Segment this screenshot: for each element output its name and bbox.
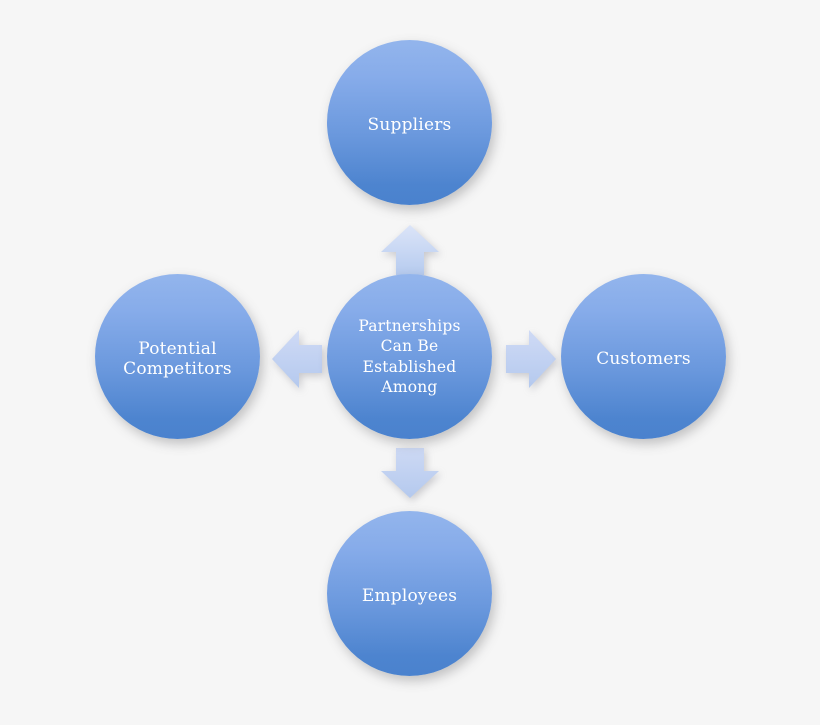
node-circle-employees: Employees	[327, 511, 492, 676]
arrow-left-icon	[272, 330, 322, 392]
node-label-employees: Employees	[361, 585, 458, 606]
node-label-customers: Customers	[596, 348, 691, 369]
node-circle-potential-competitors: Potential Competitors	[95, 274, 260, 439]
node-circle-center: Partnerships Can Be Established Among	[327, 274, 492, 439]
node-label-potential-competitors: Potential Competitors	[123, 338, 232, 379]
arrow-right-icon	[506, 330, 556, 392]
node-label-center: Partnerships Can Be Established Among	[358, 317, 461, 396]
node-label-suppliers: Suppliers	[367, 114, 452, 135]
arrow-up-icon	[381, 225, 439, 279]
node-circle-suppliers: Suppliers	[327, 40, 492, 205]
arrow-down-icon	[381, 448, 439, 502]
node-circle-customers: Customers	[561, 274, 726, 439]
